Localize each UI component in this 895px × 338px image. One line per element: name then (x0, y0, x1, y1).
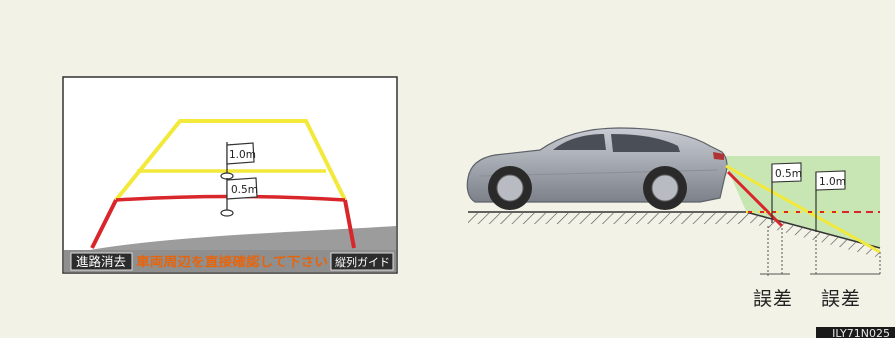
sight-line-yellow (725, 164, 881, 254)
distance-flag-far: 1.0m (220, 142, 256, 180)
error-label-near: 誤差 (753, 288, 794, 310)
flag-label-near: 0.5m (231, 184, 258, 196)
sight-line-red (726, 170, 784, 228)
clear-route-button[interactable]: 進路消去 (70, 252, 133, 271)
parallel-guide-button[interactable]: 縦列ガイド (330, 252, 394, 271)
side-view-diagram: 0.5m 1.0m (466, 127, 881, 276)
side-flag-near-label: 0.5m (775, 168, 802, 180)
side-flag-far: 1.0m (815, 170, 846, 232)
side-flag-near: 0.5m (771, 162, 802, 223)
side-flag-far-label: 1.0m (819, 176, 846, 188)
flag-label-far: 1.0m (229, 149, 256, 161)
car-icon (466, 127, 728, 210)
warning-text: 車両周辺を直接確認して下さい (136, 254, 328, 269)
distance-flag-near: 0.5m (220, 177, 258, 217)
ground-hatch (468, 213, 746, 224)
guide-line-red (90, 199, 356, 249)
clear-route-label: 進路消去 (76, 254, 126, 269)
image-code: ILY71N025 (816, 327, 895, 338)
camera-monitor: 1.0m 0.5m 進路消去 車両周辺を直接確認して下さい 縦列ガイド (62, 76, 398, 274)
parallel-guide-label: 縦列ガイド (335, 255, 390, 269)
monitor-control-bar (64, 250, 396, 272)
error-marker-far (810, 236, 881, 276)
error-marker-near (760, 226, 790, 276)
guide-line-yellow (114, 119, 347, 202)
error-label-far: 誤差 (821, 288, 862, 310)
